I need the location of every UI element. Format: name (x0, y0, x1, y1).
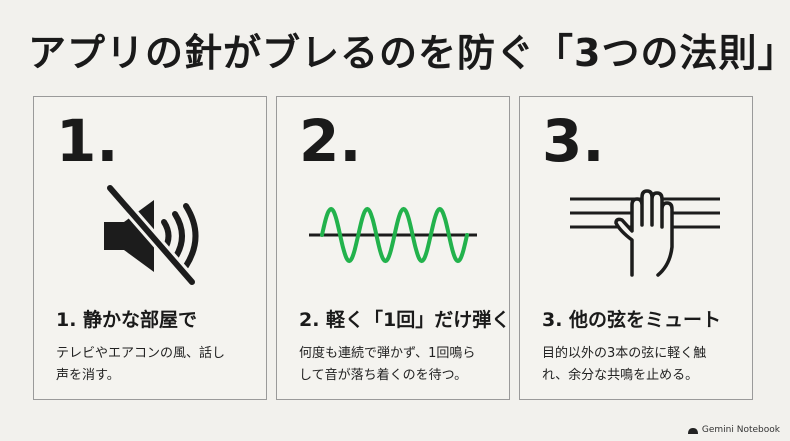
rule-description-line: して音が落ち着くのを待つ。 (299, 368, 468, 383)
rule-description: 何度も連続で弾かず、1回鳴ら して音が落ち着くのを待つ。 (299, 343, 499, 387)
brand-text: Gemini Notebook (701, 425, 780, 435)
rule-number: 3. (542, 107, 605, 175)
rule-number: 1. (56, 107, 119, 175)
rule-description-line: 何度も連続で弾かず、1回鳴ら (299, 346, 476, 361)
rule-description: テレビやエアコンの風、話し 声を消す。 (56, 343, 256, 387)
sine-wave-icon (309, 206, 477, 264)
rule-card-2: 2. 2. 軽く「1回」だけ弾く 何度も連続で弾かず、1回鳴ら して音が落ち着く… (276, 96, 510, 400)
rule-card-3: 3. 3. 他の弦をミュート 目的以外の3本の弦に軽く触 れ、余分な共鳴を止める… (519, 96, 753, 400)
rule-heading: 2. 軽く「1回」だけ弾く (299, 309, 511, 331)
rule-description: 目的以外の3本の弦に軽く触 れ、余分な共鳴を止める。 (542, 343, 742, 387)
hand-muting-strings-icon (570, 189, 720, 277)
brand-footer: Gemini Notebook (687, 425, 780, 435)
rules-cards: 1. 1. 静かな部屋で テレビやエアコンの風、話し 声を消す。 2. 2. 軽… (33, 96, 753, 400)
rule-description-line: 目的以外の3本の弦に軽く触 (542, 346, 707, 361)
rule-heading: 1. 静かな部屋で (56, 309, 198, 331)
speaker-muted-icon (104, 185, 199, 285)
rule-number: 2. (299, 107, 362, 175)
rule-description-line: れ、余分な共鳴を止める。 (542, 368, 699, 383)
rule-card-1: 1. 1. 静かな部屋で テレビやエアコンの風、話し 声を消す。 (33, 96, 267, 400)
rule-description-line: テレビやエアコンの風、話し (56, 346, 226, 361)
sine-wave-line (320, 206, 469, 264)
page-title: アプリの針がブレるのを防ぐ「3つの法則」 (28, 31, 790, 75)
notebook-logo-icon (687, 427, 698, 434)
rule-heading: 3. 他の弦をミュート (542, 309, 722, 331)
rule-description-line: 声を消す。 (56, 368, 120, 383)
